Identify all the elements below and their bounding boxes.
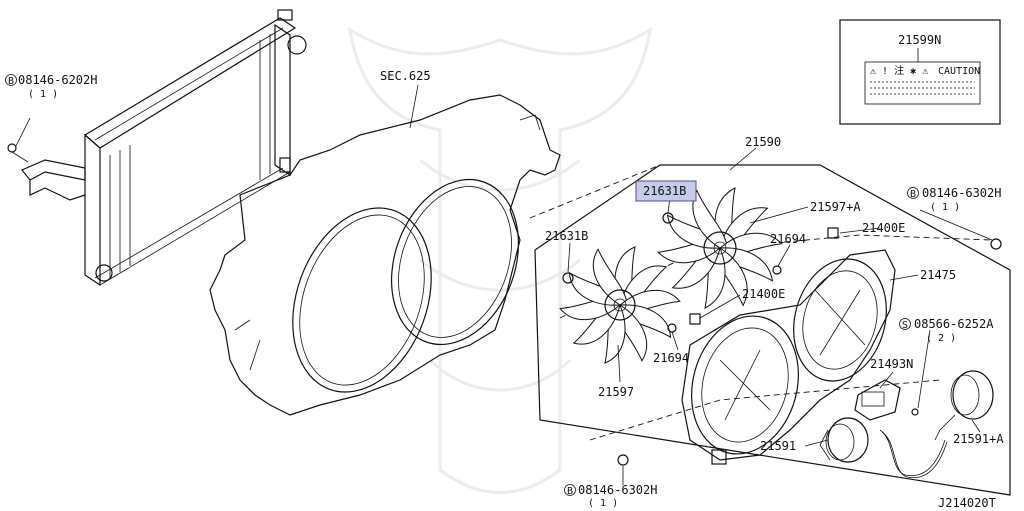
watermark-logo [347, 27, 653, 494]
label-bolt-bottom-qty: ( 1 ) [588, 498, 618, 509]
label-shroud-assembly[interactable]: 21590 [745, 135, 781, 149]
bolt-prefix-bottom: B [567, 486, 573, 497]
label-screw[interactable]: 08566-6252A [914, 317, 994, 331]
label-bolt-bottom[interactable]: 08146-6302H [578, 483, 657, 497]
label-nut-left[interactable]: 21631B [545, 229, 588, 243]
radiator-fins [109, 34, 271, 278]
screw[interactable] [911, 408, 919, 416]
bolt-right[interactable] [990, 238, 1002, 250]
hose-bracket[interactable] [7, 143, 86, 201]
label-resistor[interactable]: 21493N [870, 357, 913, 371]
fan-blade-left[interactable] [559, 246, 681, 364]
radiator[interactable] [83, 9, 307, 287]
label-grommet-mid[interactable]: 21400E [742, 287, 785, 301]
label-bolt-top-left-qty: ( 1 ) [28, 89, 58, 100]
label-clip-top[interactable]: 21694 [770, 232, 806, 246]
leader-lines [15, 84, 993, 485]
label-screw-qty: ( 2 ) [926, 333, 956, 344]
label-bolt-top-left[interactable]: 08146-6202H [18, 73, 97, 87]
label-sec[interactable]: SEC.625 [380, 69, 431, 83]
core-support[interactable] [209, 94, 561, 416]
fan-motor-right[interactable] [934, 370, 994, 441]
label-bolt-right[interactable]: 08146-6302H [922, 186, 1001, 200]
bolt-bottom[interactable] [617, 454, 629, 466]
label-motor-right[interactable]: 21591+A [953, 432, 1004, 446]
fan-shroud[interactable] [677, 248, 900, 466]
clip-top[interactable] [772, 265, 782, 275]
caution-symbols: ⚠ ! 注 ✱ ⚠ [870, 64, 929, 77]
nut-left[interactable] [562, 272, 574, 284]
caution-label-part[interactable]: ⚠ ! 注 ✱ ⚠ CAUTION [839, 19, 1001, 125]
label-fan-right[interactable]: 21597+A [810, 200, 861, 214]
label-motor-left[interactable]: 21591 [760, 439, 796, 453]
caution-text: CAUTION [938, 66, 980, 77]
bolt-prefix-top-left: B [8, 76, 14, 87]
label-clip-bottom[interactable]: 21694 [653, 351, 689, 365]
clip-bottom[interactable] [667, 323, 677, 333]
screw-prefix: S [902, 320, 908, 331]
grommet-mid[interactable] [689, 313, 701, 325]
fan-blade-right[interactable] [657, 187, 783, 309]
part-labels: B 08146-6202H ( 1 ) SEC.625 21599N 21590… [5, 33, 1004, 510]
label-grommet-top[interactable]: 21400E [862, 221, 905, 235]
label-bolt-right-qty: ( 1 ) [930, 202, 960, 213]
label-caution-part[interactable]: 21599N [898, 33, 941, 47]
label-fan-left[interactable]: 21597 [598, 385, 634, 399]
grommet-top[interactable] [827, 227, 839, 239]
wire-harness[interactable] [879, 429, 948, 479]
diagram-id: J214020T [938, 496, 996, 510]
selected-part-highlight [635, 180, 697, 202]
bolt-prefix-right: B [910, 189, 916, 200]
label-selected-nut[interactable]: 21631B [643, 184, 686, 198]
fan-resistor[interactable] [854, 379, 901, 421]
label-shroud[interactable]: 21475 [920, 268, 956, 282]
